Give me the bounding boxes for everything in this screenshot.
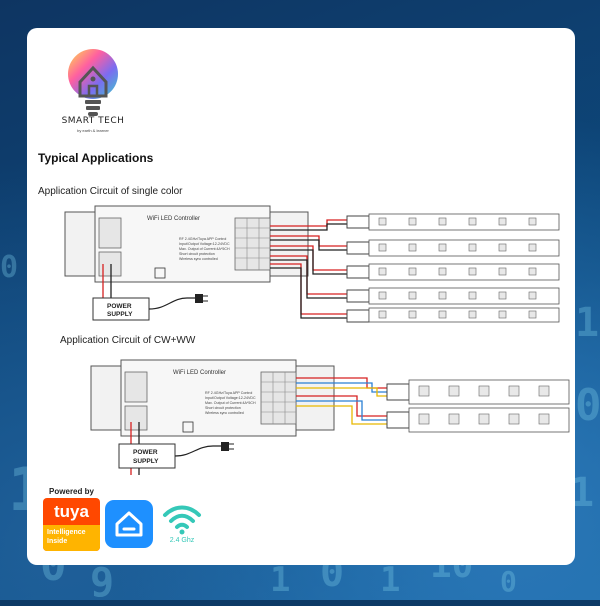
spec-line-4: Short circuit protection xyxy=(179,252,215,256)
brand-name: SMART TECH xyxy=(61,116,125,126)
led-strip-2 xyxy=(346,239,560,257)
power-supply-label-2: SUPPLY xyxy=(133,458,159,465)
input-terminal-block xyxy=(124,371,148,431)
spec-line-1: RF 2.4GHz/Tuya APP Control xyxy=(179,237,227,241)
output-terminal-block xyxy=(260,371,297,425)
qr-code-icon xyxy=(182,421,194,433)
output-terminal-block xyxy=(234,217,271,271)
smart-home-bulb-logo xyxy=(68,49,118,116)
led-strip-5 xyxy=(346,307,560,323)
controller-title: WiFi LED Controller xyxy=(147,216,200,222)
power-supply-label-1: POWER xyxy=(133,449,158,456)
section-title: Typical Applications xyxy=(38,151,154,165)
spec-line-4: Short circuit protection xyxy=(205,406,241,410)
smart-home-app-icon xyxy=(105,500,153,548)
tuya-intelligence-strip: Intelligence Inside xyxy=(43,525,100,551)
tuya-logo: tuya Intelligence Inside xyxy=(43,498,100,551)
circuit-cw-caption: Application Circuit of CW+WW xyxy=(60,335,196,346)
brand-tagline: by earth & learner xyxy=(77,128,109,133)
plug-icon xyxy=(221,442,229,451)
power-supply-label-1: POWER xyxy=(107,303,132,310)
home-icon xyxy=(115,511,143,537)
spec-line-2: Input/Output Voltage:12-24VDC xyxy=(205,396,256,400)
controller-title: WiFi LED Controller xyxy=(173,370,226,376)
led-strips xyxy=(386,379,570,433)
tuya-line-2: Inside xyxy=(47,538,68,545)
controller-unit: WiFi LED Controller RF 2.4GHz/Tuya APP C… xyxy=(64,205,309,283)
spec-line-3: Max. Output of Current:4A*5CH xyxy=(179,247,230,251)
qr-code-icon xyxy=(154,267,166,279)
content-card: SMART TECH by earth & learner Typical Ap… xyxy=(27,28,575,565)
tuya-line-1: Intelligence xyxy=(47,529,86,536)
output-wires xyxy=(270,219,347,319)
wifi-icon xyxy=(163,505,201,535)
controller-unit: WiFi LED Controller RF 2.4GHz/Tuya APP C… xyxy=(90,359,335,437)
plug-icon xyxy=(195,294,203,303)
input-terminal-block xyxy=(98,217,122,277)
cw-ww-circuit-diagram: WiFi LED Controller RF 2.4GHz/Tuya APP C… xyxy=(90,359,570,475)
spec-line-5: Wireless sync controlled xyxy=(205,411,244,415)
spec-line-1: RF 2.4GHz/Tuya APP Control xyxy=(205,391,253,395)
power-supply: POWER SUPPLY xyxy=(118,422,234,475)
spec-line-2: Input/Output Voltage:12-24VDC xyxy=(179,242,230,246)
spec-line-3: Max. Output of Current:4A*5CH xyxy=(205,401,256,405)
tuya-badge: Powered by tuya Intelligence Inside xyxy=(43,487,100,551)
output-wires xyxy=(296,377,387,425)
power-supply: POWER SUPPLY xyxy=(92,264,208,321)
led-strip-4 xyxy=(346,287,560,305)
led-strips xyxy=(346,213,560,323)
spec-line-5: Wireless sync controlled xyxy=(179,257,218,261)
power-supply-label-2: SUPPLY xyxy=(107,311,133,318)
wifi-frequency-label: 2.4 Ghz xyxy=(169,537,195,544)
led-strip-3 xyxy=(346,263,560,281)
circuit-single-caption: Application Circuit of single color xyxy=(38,186,183,197)
tuya-name: tuya xyxy=(54,502,89,521)
powered-by-label: Powered by xyxy=(49,487,94,496)
led-strip-1 xyxy=(346,213,560,231)
single-color-circuit-diagram: WiFi LED Controller RF 2.4GHz/Tuya APP C… xyxy=(64,205,560,323)
